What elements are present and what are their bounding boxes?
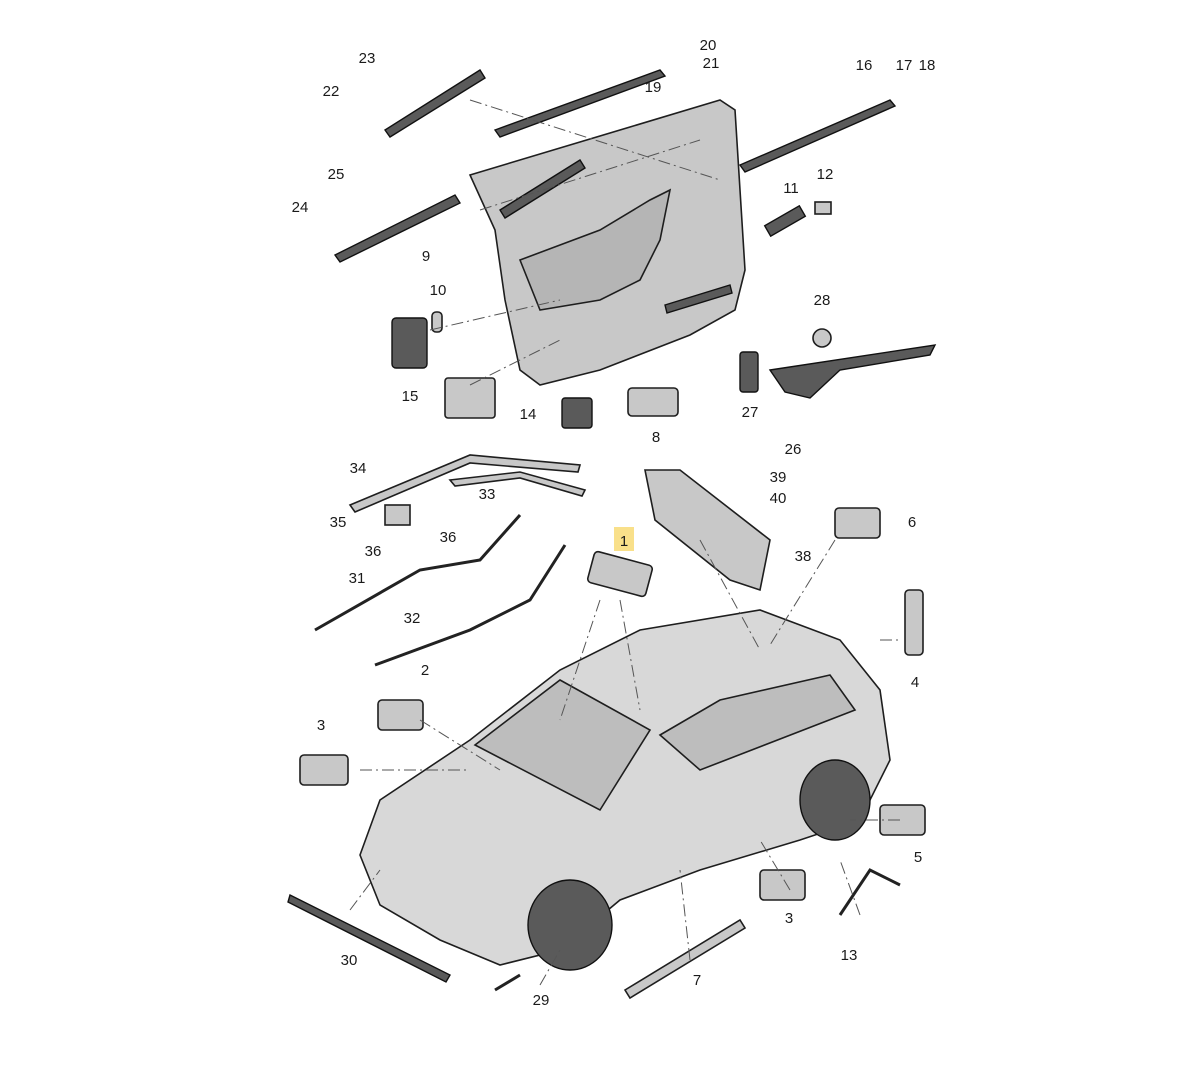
strip-34 [348,454,582,513]
callout-2: 2 [421,662,429,679]
callout-18: 18 [919,57,936,74]
trim-strip-19 [493,69,667,138]
callout-14: 14 [520,406,537,423]
callout-21: 21 [703,55,720,72]
callout-39: 39 [770,469,787,486]
parts-illustration [287,69,937,1000]
callout-26: 26 [785,441,802,458]
lamp-3 [299,754,349,786]
strip-30 [287,893,451,983]
light-1 [586,550,654,598]
callout-25: 25 [328,166,345,183]
bulb-10 [431,311,443,333]
clip-28 [812,328,832,348]
callout-16: 16 [856,57,873,74]
callout-5: 5 [914,849,922,866]
lamp-6 [834,507,881,539]
leader-lines [349,99,900,986]
door-armrest [518,188,672,311]
callout-38: 38 [795,548,812,565]
sill-7 [623,918,747,1000]
lamp-4 [904,589,924,656]
trim-26 [768,344,937,399]
callout-1: 1 [620,533,628,550]
cable-31 [314,514,522,632]
connector-27 [739,351,759,393]
callout-34: 34 [350,460,367,477]
callout-24: 24 [292,199,309,216]
bracket-38 [644,469,771,592]
callout-29: 29 [533,992,550,1009]
light-strip-24 [333,194,462,263]
car-rear-wheel [799,759,871,841]
callout-13: 13 [841,947,858,964]
callout-19: 19 [645,79,662,96]
callout-22: 22 [323,83,340,100]
bulb-12 [814,201,832,215]
lamp-2 [377,699,424,731]
lamp-8 [627,387,679,417]
callout-3: 3 [785,910,793,927]
callout-32: 32 [404,610,421,627]
switch-14 [561,397,593,429]
control-unit-15 [444,377,496,419]
callout-12: 12 [817,166,834,183]
callout-highlight [614,527,634,551]
callout-40: 40 [770,490,787,507]
callout-10: 10 [430,282,447,299]
lamp-3b [759,869,806,901]
callout-3: 3 [317,717,325,734]
callout-35: 35 [330,514,347,531]
callout-30: 30 [341,952,358,969]
callout-36: 36 [440,529,457,546]
cable-32 [374,544,567,667]
door-handle-strip [664,284,733,314]
strip-33 [448,471,587,497]
callout-11: 11 [783,180,799,197]
callout-17: 17 [896,57,913,74]
callout-27: 27 [742,404,759,421]
callout-15: 15 [402,388,419,405]
trim-strip-16 [738,99,897,173]
sensor-11 [763,204,807,238]
light-strip-22 [383,69,486,138]
bracket-35 [384,504,411,526]
callout-20: 20 [700,37,717,54]
door-strip-upper [499,159,586,219]
callout-9: 9 [422,248,430,265]
callout-23: 23 [359,50,376,67]
cable-13 [838,868,901,916]
car-windshield [473,679,652,812]
lamp-5 [879,804,926,836]
callout-4: 4 [911,674,919,691]
callout-6: 6 [908,514,916,531]
car-side-windows [658,674,857,771]
callout-33: 33 [479,486,496,503]
callout-28: 28 [814,292,831,309]
callout-31: 31 [349,570,366,587]
callout-7: 7 [693,972,701,989]
cable-29 [494,973,521,992]
callout-36: 36 [365,543,382,560]
callout-8: 8 [652,429,660,446]
lamp-9 [391,317,428,369]
car-front-wheel [527,879,613,971]
